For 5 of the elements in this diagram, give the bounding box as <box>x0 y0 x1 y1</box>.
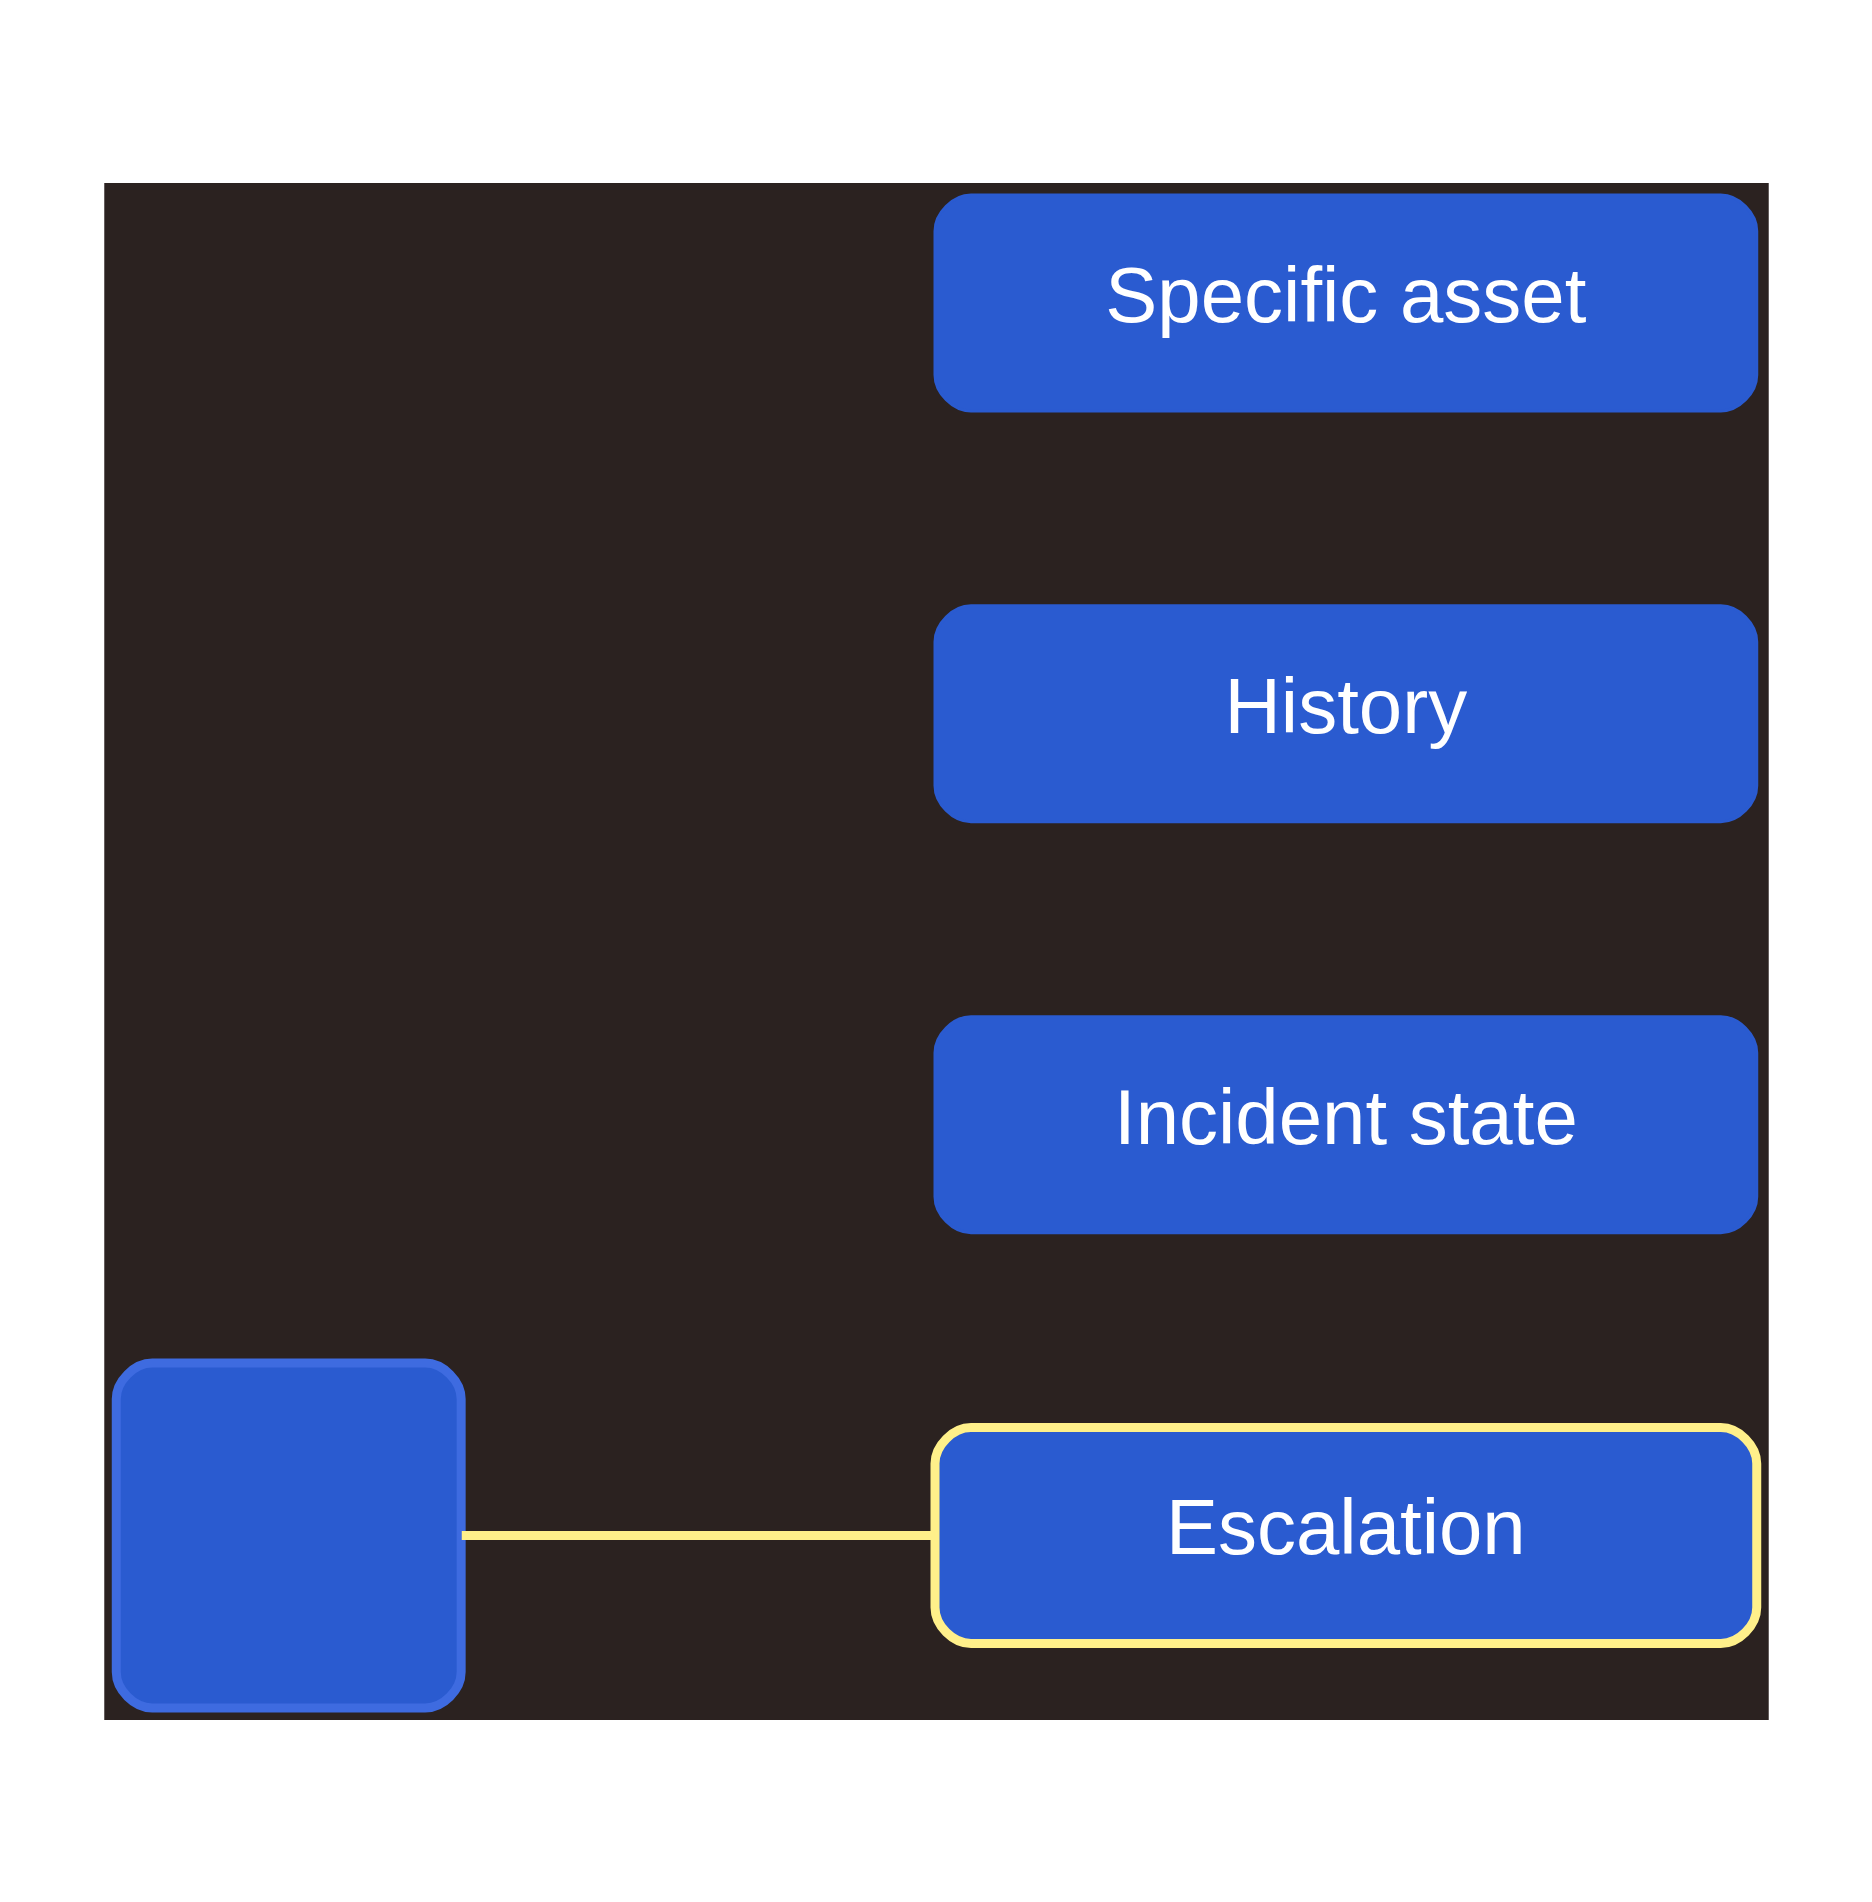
node-box <box>111 1358 466 1712</box>
node-box: Escalation <box>930 1422 1761 1648</box>
node-box: Incident state <box>933 1014 1758 1234</box>
node-box: History <box>933 603 1758 823</box>
node-box: Specific asset <box>933 193 1758 412</box>
